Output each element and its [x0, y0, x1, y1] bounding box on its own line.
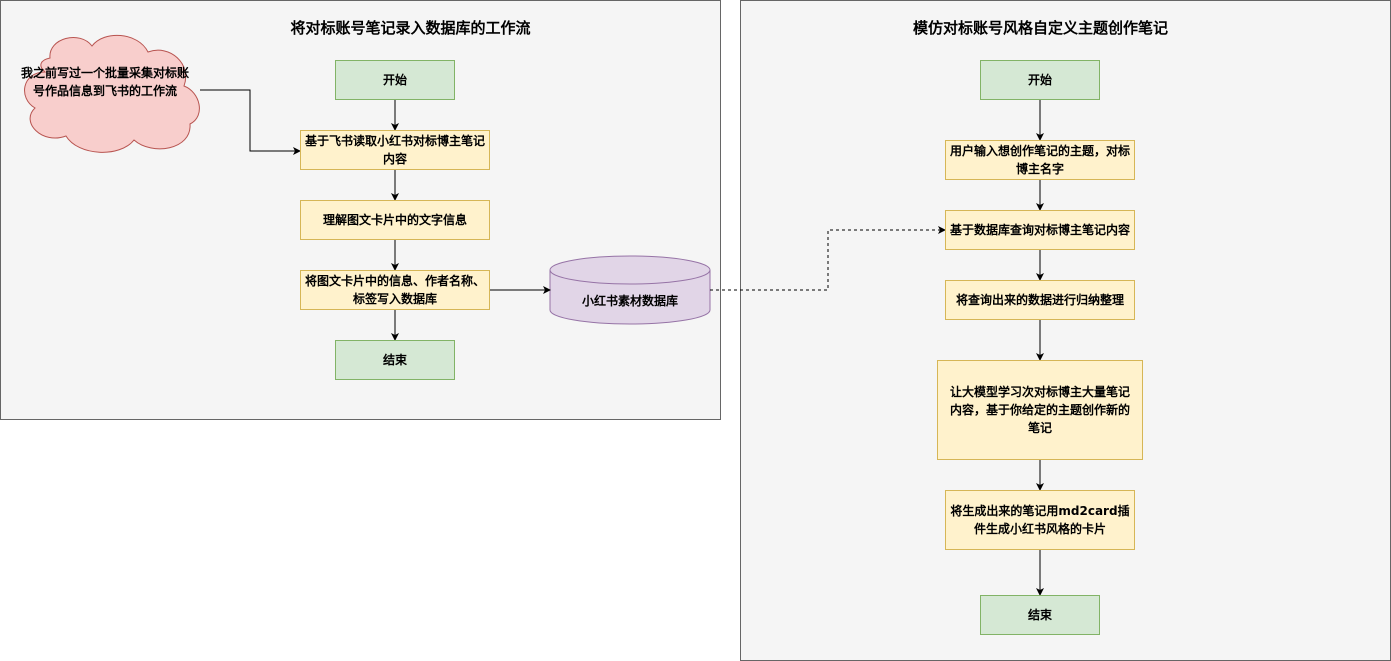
right-end-node: 结束 — [980, 595, 1100, 635]
understand-text-node: 理解图文卡片中的文字信息 — [300, 200, 490, 240]
left-end-node: 结束 — [335, 340, 455, 380]
arrow-db-to-query — [710, 226, 946, 291]
database-cylinder — [549, 255, 711, 325]
write-database-node: 将图文卡片中的信息、作者名称、标签写入数据库 — [300, 270, 490, 310]
summarize-node: 将查询出来的数据进行归纳整理 — [945, 280, 1135, 320]
query-database-node: 基于数据库查询对标博主笔记内容 — [945, 210, 1135, 250]
cloud-shape — [24, 34, 200, 153]
user-input-node: 用户输入想创作笔记的主题，对标博主名字 — [945, 140, 1135, 180]
right-workflow-panel — [740, 0, 1391, 661]
left-start-node: 开始 — [335, 60, 455, 100]
right-panel-title: 模仿对标账号风格自定义主题创作笔记 — [912, 19, 1168, 37]
cloud-note-text: 我之前写过一个批量采集对标账号作品信息到飞书的工作流 — [20, 66, 189, 98]
read-notes-node: 基于飞书读取小红书对标博主笔记内容 — [300, 130, 490, 170]
right-start-node: 开始 — [980, 60, 1100, 100]
llm-generate-node: 让大模型学习次对标博主大量笔记内容，基于你给定的主题创作新的笔记 — [937, 360, 1143, 460]
database-label: 小红书素材数据库 — [581, 294, 678, 308]
md2card-node: 将生成出来的笔记用md2card插件生成小红书风格的卡片 — [945, 490, 1135, 550]
arrow-cloud-to-read — [200, 89, 301, 155]
left-panel-title: 将对标账号笔记录入数据库的工作流 — [290, 19, 531, 37]
